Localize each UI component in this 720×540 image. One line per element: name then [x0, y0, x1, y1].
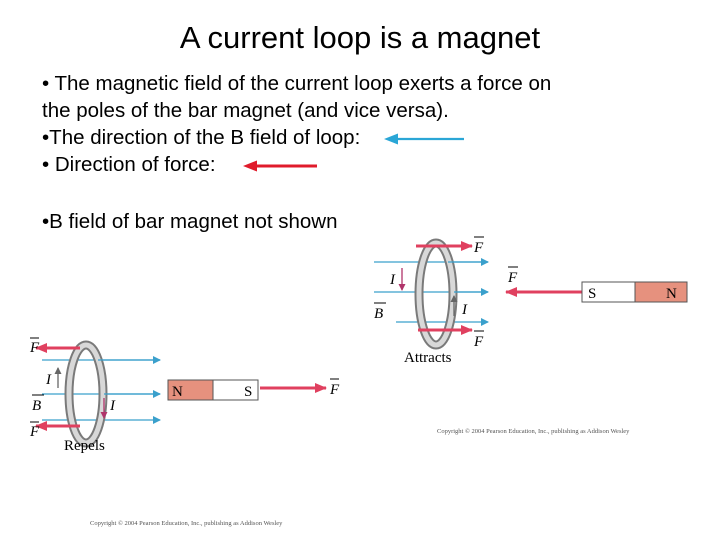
repel-force-label-bottom: F	[29, 424, 40, 440]
attract-magnet-north	[634, 281, 688, 303]
bullet-force-direction-text: • Direction of force:	[42, 153, 216, 176]
bullet-b-direction-text: •The direction of the B field of loop:	[42, 126, 361, 149]
repel-magnet-south-label: S	[244, 384, 252, 400]
attract-current-label-right: I	[461, 302, 468, 318]
attract-force-label-bottom: F	[473, 334, 484, 350]
bullet-force-direction: • Direction of force:	[42, 151, 702, 178]
repel-copyright: Copyright © 2004 Pearson Education, Inc.…	[90, 520, 283, 527]
repel-magnet-south	[212, 379, 259, 401]
repel-current-label-right: I	[109, 398, 116, 414]
repel-current-label-left: I	[45, 372, 52, 388]
attract-caption: Attracts	[404, 350, 452, 366]
repel-caption: Repels	[64, 438, 105, 454]
bullet-list: • The magnetic field of the current loop…	[42, 70, 702, 235]
attract-magnet-south-label: S	[588, 286, 596, 302]
attract-force-label-top: F	[473, 240, 484, 256]
bullet-b-direction: •The direction of the B field of loop:	[42, 124, 702, 151]
repel-b-label: B	[32, 398, 41, 414]
repel-force-label-top: F	[29, 340, 40, 356]
attract-current-label-left: I	[389, 272, 396, 288]
slide-title: A current loop is a magnet	[179, 20, 541, 55]
repel-force-label-magnet: F	[329, 382, 340, 398]
attract-force-label-magnet: F	[507, 270, 518, 286]
attract-b-label: B	[374, 306, 383, 322]
bullet-field-force-line2: the poles of the bar magnet (and vice ve…	[42, 99, 449, 122]
red-force-arrow-icon	[243, 160, 318, 172]
attract-diagram: I I B F F F S N Attracts	[374, 236, 688, 366]
repel-magnet-north-label: N	[172, 384, 183, 400]
bullet-bar-field-note: •B field of bar magnet not shown	[42, 210, 338, 233]
repel-diagram: I I B F F F N S Repels	[29, 337, 340, 454]
attract-copyright: Copyright © 2004 Pearson Education, Inc.…	[437, 428, 630, 435]
attract-magnet-north-label: N	[666, 286, 677, 302]
blue-b-field-arrow-icon	[383, 133, 464, 145]
bullet-field-force-line1: • The magnetic field of the current loop…	[42, 72, 552, 95]
